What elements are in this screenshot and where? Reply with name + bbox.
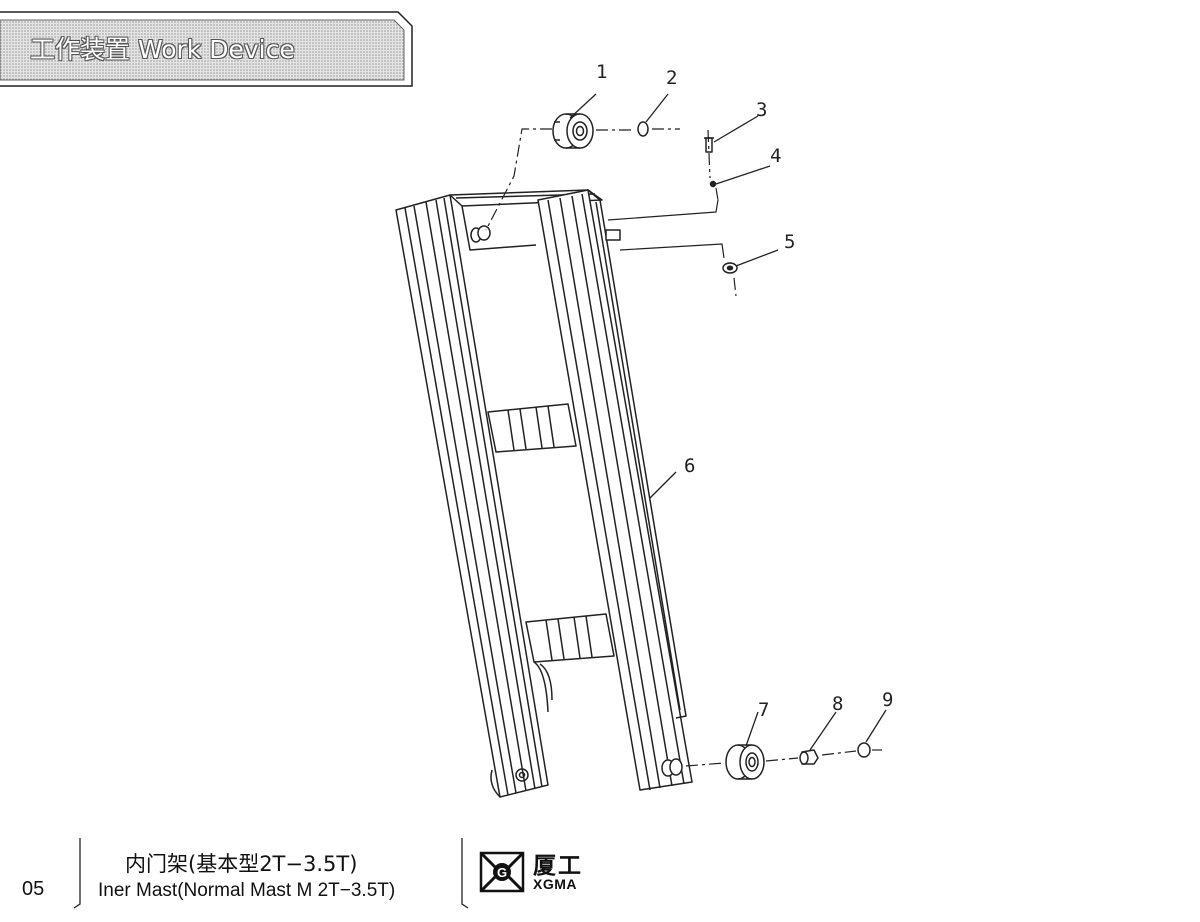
roller-7	[725, 744, 765, 780]
leader-lines	[569, 93, 887, 751]
upper-stub-axle	[470, 225, 491, 243]
header-title: 工作装置 Work Device	[29, 34, 295, 64]
washer-5	[722, 262, 738, 274]
callout-7: 7	[758, 699, 769, 721]
callout-3: 3	[756, 99, 767, 121]
caption-chinese: 内门架(基本型2T−3.5T)	[125, 852, 358, 876]
snap-ring-9	[857, 742, 871, 758]
header-tab	[0, 11, 413, 87]
connector-lines	[607, 199, 725, 259]
assembly-lines	[485, 128, 882, 767]
callout-1: 1	[596, 61, 607, 83]
left-rail	[395, 194, 549, 798]
lower-crossmember	[525, 613, 615, 713]
page-number: 05	[22, 878, 45, 900]
washer-4	[709, 180, 717, 188]
logo-text-chinese: 厦工	[533, 853, 583, 879]
lower-stub-axle	[661, 758, 683, 777]
right-rail	[537, 189, 693, 791]
xgma-logo-icon: G	[479, 851, 525, 893]
snap-ring-2	[637, 121, 649, 137]
logo-text-english: XGMA	[533, 876, 577, 892]
bolt-3	[704, 137, 714, 153]
svg-text:G: G	[497, 865, 507, 880]
nut-8	[799, 749, 819, 765]
callout-9: 9	[882, 689, 893, 711]
callout-4: 4	[770, 145, 781, 167]
roller-1	[552, 113, 594, 149]
callout-6: 6	[684, 455, 695, 477]
top-beam	[449, 189, 603, 251]
middle-crossmember	[487, 403, 577, 453]
callout-2: 2	[666, 67, 677, 89]
caption-english: Iner Mast(Normal Mast M 2T−3.5T)	[98, 880, 396, 901]
callout-5: 5	[784, 231, 795, 253]
callout-8: 8	[832, 693, 843, 715]
